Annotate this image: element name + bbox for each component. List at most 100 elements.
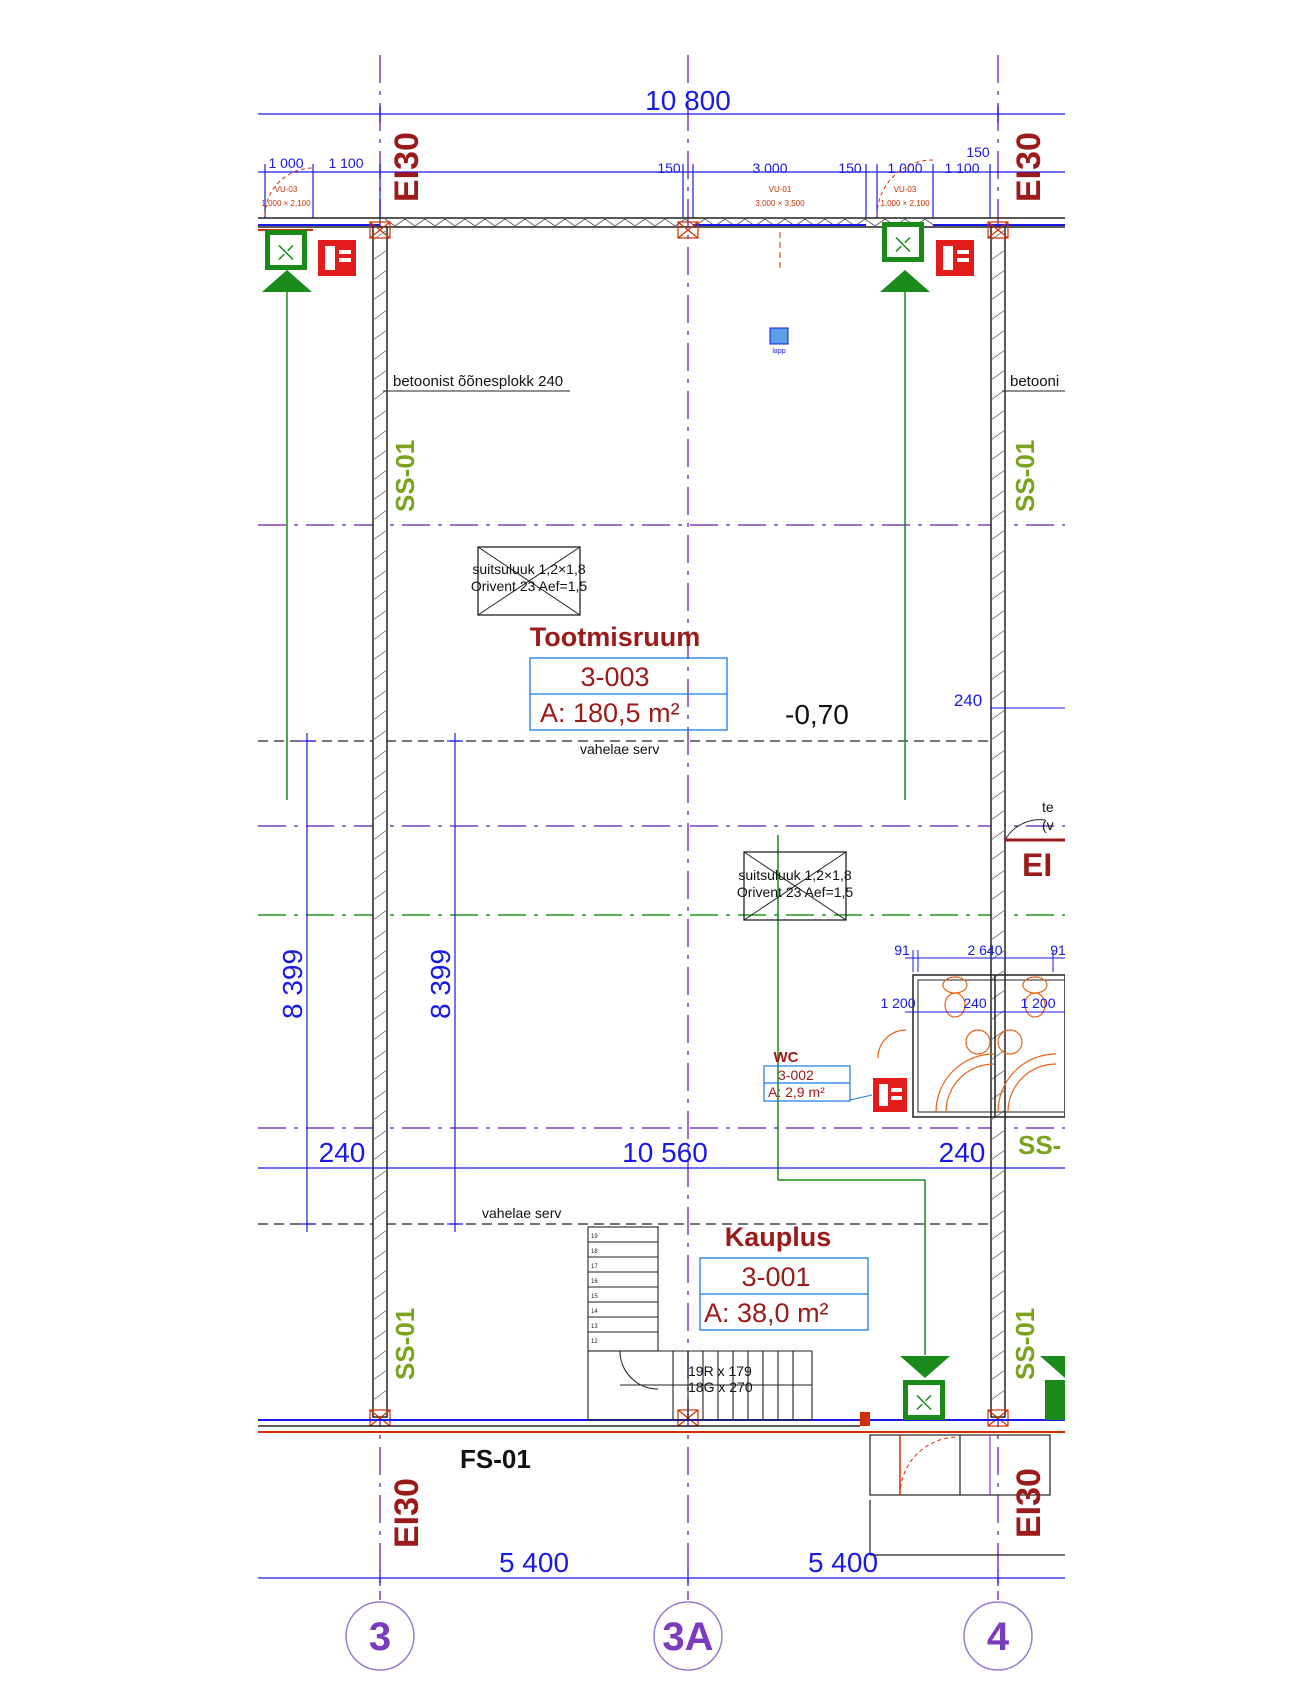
dim-side-8399-b: 8 399 (425, 949, 456, 1019)
stairs (587, 1226, 813, 1421)
grid-axis-3a: 3A (662, 1615, 713, 1659)
svg-text:16: 16 (591, 1279, 598, 1285)
door-vu03-right: VU-03 (894, 185, 917, 194)
ss-partial-right: SS- (1018, 1130, 1061, 1160)
room-kauplus-number: 3-001 (741, 1262, 810, 1292)
door-tags-top: VU-03 1,000 × 2,100 VU-01 3,000 × 3,500 … (261, 185, 930, 208)
wc-leader (849, 1094, 873, 1101)
dim-bottom-5400-a: 5 400 (499, 1547, 569, 1578)
stairs-line1: 19R x 179 (688, 1363, 752, 1379)
bottom-wall (258, 1412, 1065, 1556)
room-kauplus-name: Kauplus (725, 1222, 832, 1252)
dim-right-240: 240 (954, 691, 982, 710)
fire-extinguisher-top-left (318, 240, 356, 276)
right-partial-2: (v (1042, 817, 1054, 833)
grid-bubbles (345, 1601, 1033, 1671)
right-crop-mask (1065, 0, 1313, 1700)
ei30-bottom-left: EI30 (388, 1478, 426, 1548)
ei-partial-right: EI (1022, 847, 1052, 883)
svg-text:⛌: ⛌ (895, 232, 911, 257)
ss01-left-top: SS-01 (390, 440, 420, 512)
side-dimension-lines (299, 733, 463, 1232)
room-tootmisruum-number: 3-003 (580, 662, 649, 692)
ei30-top-right: EI30 (1010, 132, 1048, 202)
svg-text:12: 12 (591, 1339, 598, 1345)
smoke-hatch-2 (743, 851, 847, 921)
ei30-top-left: EI30 (388, 132, 426, 202)
dim-inner-240-left: 240 (319, 1137, 366, 1168)
level-mark: -0,70 (785, 699, 849, 730)
door-vu03-right-size: 1,000 × 2,100 (880, 199, 930, 208)
wc-fire-extinguisher (873, 1078, 907, 1112)
stair-numbers: 19 18 17 16 15 14 13 12 (591, 1234, 598, 1345)
exit-sign-top-right: ⛌ (880, 222, 930, 800)
dim-side-8399-a: 8 399 (277, 949, 308, 1019)
smoke-hatch-1-line2: Orivent 23 Aef=1,5 (471, 578, 588, 594)
left-crop-mask (0, 0, 258, 1700)
ei30-bottom-right: EI30 (1010, 1468, 1048, 1538)
fs01-label: FS-01 (460, 1444, 531, 1474)
door-swings-top (264, 159, 934, 272)
svg-text:15: 15 (591, 1294, 598, 1300)
svg-text:⛌: ⛌ (278, 240, 294, 265)
dim-wc-91a: 91 (894, 942, 910, 958)
right-wall (990, 226, 1006, 1418)
svg-text:13: 13 (591, 1324, 598, 1330)
door-vu01-size: 3,000 × 3,500 (755, 199, 805, 208)
bottom-dimension-lines (258, 1570, 1065, 1586)
small-tag: lapp (769, 327, 789, 355)
dim-inner-240-right: 240 (939, 1137, 986, 1168)
grid-axis-4: 4 (987, 1615, 1010, 1659)
right-partial-arc (1004, 819, 1046, 841)
svg-text:18: 18 (591, 1249, 598, 1255)
column-markers (369, 221, 1009, 1427)
room-tootmisruum-area: A: 180,5 m² (540, 698, 680, 728)
dim-top-right-1100: 1 100 (944, 160, 979, 176)
wc-block (877, 974, 1066, 1118)
dim-wc-240: 240 (963, 995, 987, 1011)
dim-inner-10560: 10 560 (622, 1137, 708, 1168)
exit-sign-top-left: ⛌ (262, 230, 312, 800)
fire-extinguisher-top-right (936, 240, 974, 276)
svg-text:⛌: ⛌ (916, 1390, 932, 1415)
left-wall (372, 226, 388, 1418)
dim-wc-2640: 2 640 (967, 942, 1002, 958)
slab-edge-label-1: vahelae serv (580, 741, 659, 757)
room-tootmisruum-name: Tootmisruum (530, 622, 701, 652)
smoke-hatch-2-line2: Orivent 23 Aef=1,5 (737, 884, 854, 900)
door-vu03-left: VU-03 (275, 185, 298, 194)
dim-top-3000: 3 000 (752, 160, 787, 176)
dim-top-left-1: 1 000 (268, 155, 303, 171)
stairs-line2: 18G x 270 (688, 1379, 753, 1395)
dim-top-total: 10 800 (645, 85, 731, 116)
room-wc-area: A: 2,9 m² (768, 1084, 825, 1100)
smoke-hatch-1-line1: suitsuluuk 1,2×1,8 (472, 561, 585, 577)
wc-dimension-lines (905, 950, 1065, 1013)
ss01-right-bottom: SS-01 (1010, 1308, 1040, 1380)
right-partial-1: te (1042, 799, 1054, 815)
smoke-hatch-1 (477, 546, 581, 616)
dim-wc-1200b: 1 200 (1020, 995, 1055, 1011)
dim-top-150a: 150 (657, 160, 681, 176)
dim-top-150b: 150 (838, 160, 862, 176)
dim-wc-91b: 91 (1050, 942, 1066, 958)
ss01-left-bottom: SS-01 (390, 1308, 420, 1380)
smoke-hatch-2-line1: suitsuluuk 1,2×1,8 (738, 867, 851, 883)
ss01-right-top: SS-01 (1010, 440, 1040, 512)
room-wc-tag (763, 1065, 851, 1102)
top-dimension-lines (258, 106, 1065, 218)
dim-bottom-5400-b: 5 400 (808, 1547, 878, 1578)
exit-sign-bottom: ⛌ (777, 835, 1065, 1420)
wall-note-left: betoonist õõnesplokk 240 (393, 373, 563, 390)
room-tootmisruum-tag (529, 657, 728, 731)
room-kauplus-area: A: 38,0 m² (704, 1298, 829, 1328)
dim-wc-1200a: 1 200 (880, 995, 915, 1011)
svg-text:14: 14 (591, 1309, 598, 1315)
slab-edge-label-2: vahelae serv (482, 1205, 561, 1221)
grid-axis-3: 3 (369, 1615, 391, 1659)
dim-top-right-150: 150 (966, 144, 990, 160)
door-vu03-left-size: 1,000 × 2,100 (261, 199, 311, 208)
svg-text:19: 19 (591, 1234, 598, 1240)
wall-note-right: betooni (1010, 373, 1059, 390)
